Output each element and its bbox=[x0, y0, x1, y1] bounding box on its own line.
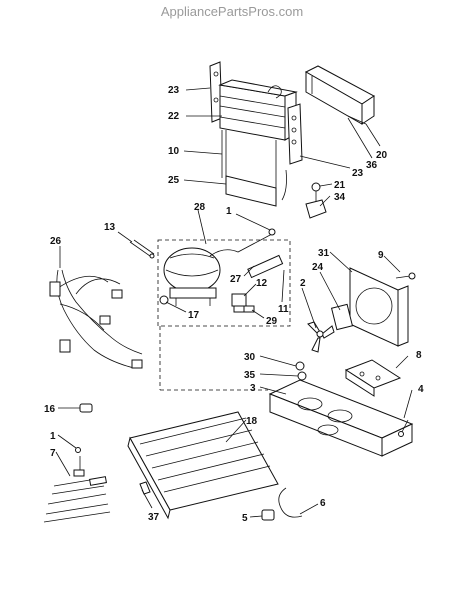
callout-34: 34 bbox=[334, 192, 346, 203]
condenser-coil bbox=[127, 411, 279, 520]
callout-17: 17 bbox=[188, 310, 200, 321]
callout-labels: 23 22 10 25 28 1 13 26 27 12 17 29 11 2 … bbox=[44, 85, 424, 524]
callout-31: 31 bbox=[318, 248, 330, 259]
callout-2: 2 bbox=[300, 278, 306, 289]
callout-29: 29 bbox=[266, 316, 278, 327]
base-pan bbox=[268, 379, 414, 457]
callout-12: 12 bbox=[256, 278, 268, 289]
callout-7: 7 bbox=[50, 448, 56, 459]
callout-10: 10 bbox=[168, 146, 180, 157]
callout-13: 13 bbox=[104, 222, 116, 233]
callout-27: 27 bbox=[230, 274, 242, 285]
callout-20: 20 bbox=[376, 150, 388, 161]
tube-and-cap bbox=[261, 487, 303, 521]
callout-35: 35 bbox=[244, 370, 256, 381]
callout-25: 25 bbox=[168, 175, 180, 186]
callout-30: 30 bbox=[244, 352, 256, 363]
screw-4 bbox=[398, 419, 409, 437]
compressor-group bbox=[157, 228, 291, 327]
condenser-fan-assembly bbox=[307, 267, 416, 353]
callout-36: 36 bbox=[366, 160, 378, 171]
callout-3: 3 bbox=[250, 383, 256, 394]
defrost-drain-harness bbox=[43, 456, 111, 523]
callout-8: 8 bbox=[416, 350, 422, 361]
grommets bbox=[295, 361, 307, 381]
drain-fitting bbox=[305, 182, 327, 219]
watermark: AppliancePartsPros.com bbox=[160, 4, 304, 19]
callout-23-top: 23 bbox=[168, 85, 180, 96]
cover-bracket bbox=[344, 359, 402, 397]
callout-21: 21 bbox=[334, 180, 346, 191]
callout-18: 18 bbox=[246, 416, 258, 427]
callout-1-lower: 1 bbox=[50, 431, 56, 442]
callout-23-right: 23 bbox=[352, 168, 364, 179]
callout-16: 16 bbox=[44, 404, 56, 415]
grommet-16 bbox=[79, 403, 93, 413]
callout-1-upper: 1 bbox=[226, 206, 232, 217]
callout-24: 24 bbox=[312, 262, 324, 273]
wire-harness bbox=[49, 269, 143, 369]
callout-11: 11 bbox=[278, 304, 289, 315]
callout-4: 4 bbox=[418, 384, 424, 395]
callout-22: 22 bbox=[168, 111, 180, 122]
air-duct bbox=[304, 65, 375, 125]
callout-37: 37 bbox=[148, 512, 160, 523]
callout-5: 5 bbox=[242, 513, 248, 524]
callout-6: 6 bbox=[320, 498, 326, 509]
callout-26: 26 bbox=[50, 236, 62, 247]
leader-lines bbox=[55, 87, 413, 518]
tube-part bbox=[129, 239, 155, 259]
callout-28: 28 bbox=[194, 202, 206, 213]
callout-9: 9 bbox=[378, 250, 384, 261]
screw-1-lower bbox=[75, 447, 81, 453]
evaporator-assembly bbox=[209, 61, 303, 207]
